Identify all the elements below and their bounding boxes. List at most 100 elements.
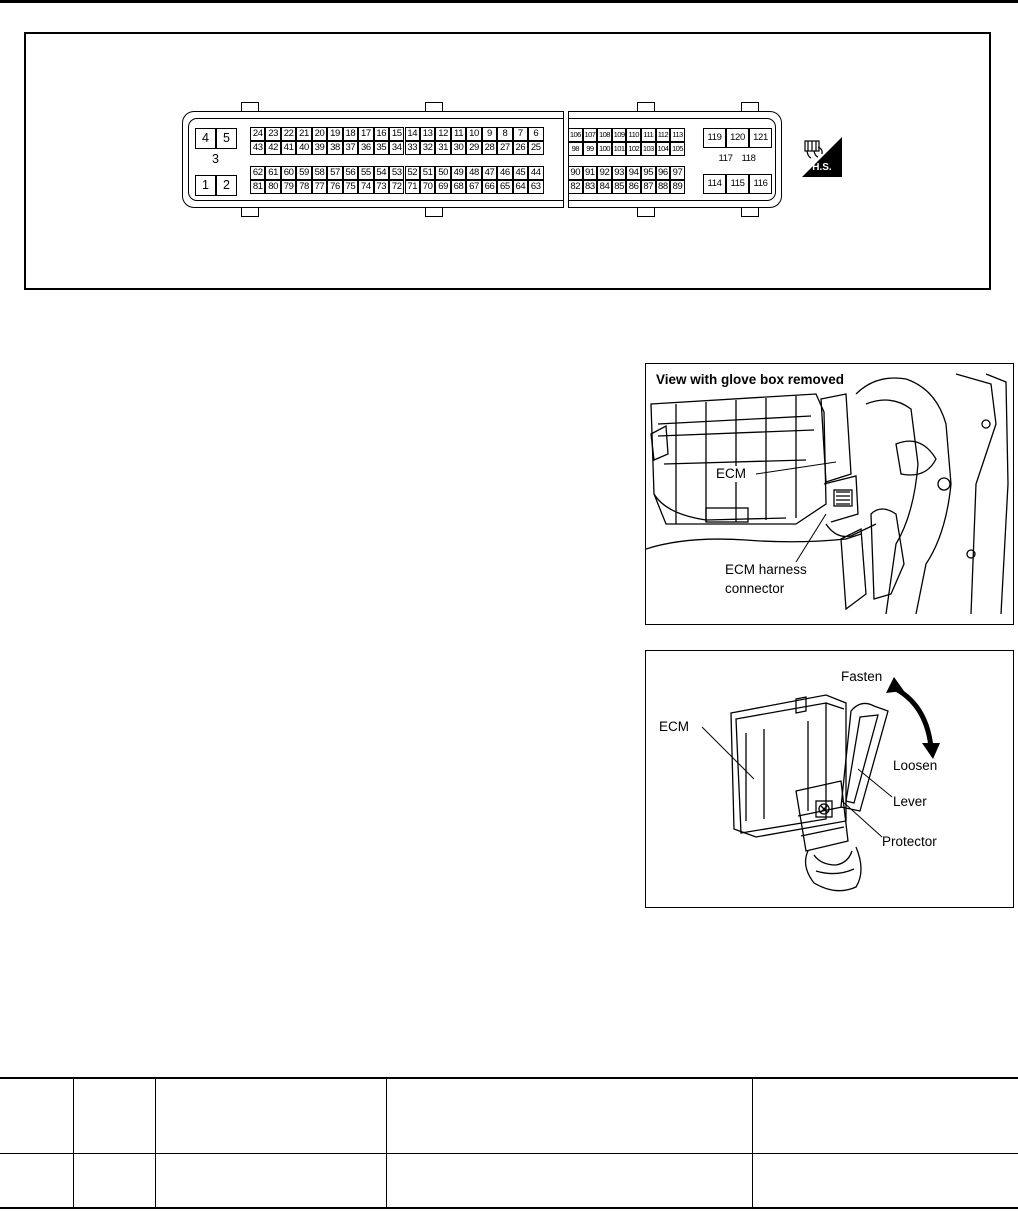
top-rule	[0, 0, 1018, 3]
connector-panel	[24, 32, 991, 290]
terminal-pin: 92	[597, 166, 612, 180]
terminal-pin: 56	[342, 166, 359, 180]
terminal-pin: 114	[703, 174, 726, 194]
terminal-pin: 36	[358, 141, 374, 155]
terminal-pin: 62	[250, 166, 266, 180]
terminal-pin: 59	[296, 166, 312, 180]
terminal-pin: 7	[512, 127, 529, 141]
terminal-pin: 14	[404, 127, 420, 141]
fasten-label: Fasten	[841, 669, 883, 684]
terminal-pin: 91	[582, 166, 598, 180]
terminal-pin: 82	[568, 180, 583, 194]
terminal-pin: 93	[611, 166, 627, 180]
terminal-pin: 65	[497, 180, 513, 194]
terminal-pin: 105	[670, 142, 685, 156]
terminal-pin: 48	[466, 166, 482, 180]
terminal-pin: 101	[611, 142, 627, 156]
terminal-pin: 66	[481, 180, 498, 194]
terminal-pin: 71	[404, 180, 420, 194]
terminal-pin: 35	[373, 141, 390, 155]
terminal-pin: 108	[597, 128, 612, 142]
terminal-pin: 99	[582, 142, 598, 156]
terminal-pin: 34	[389, 141, 405, 155]
terminal-pin: 86	[626, 180, 641, 194]
terminal-pin: 70	[419, 180, 436, 194]
terminal-pin: 61	[265, 166, 281, 180]
terminal-pin: 64	[512, 180, 529, 194]
terminal-pin: 73	[373, 180, 390, 194]
table-column-divider	[752, 1079, 753, 1207]
terminal-pin: 111	[641, 128, 656, 142]
terminal-pin: 38	[327, 141, 343, 155]
terminal-pin: 13	[419, 127, 436, 141]
terminal-pin: 94	[626, 166, 641, 180]
connector-inner-outline	[188, 118, 776, 201]
connector-latch	[425, 102, 443, 111]
harness-connector-label-1: ECM harness	[723, 562, 809, 578]
terminal-pin: 40	[296, 141, 312, 155]
terminal-pin: 29	[466, 141, 482, 155]
connector-latch	[637, 102, 655, 111]
terminal-pin: 87	[641, 180, 656, 194]
bottom-table	[0, 1077, 1018, 1209]
terminal-pin: 68	[450, 180, 467, 194]
terminal-pin: 72	[389, 180, 405, 194]
terminal-pin: 51	[419, 166, 436, 180]
terminal-pin: 21	[296, 127, 312, 141]
terminal-pin: 118	[741, 153, 756, 165]
harness-connector-label-2: connector	[723, 581, 787, 597]
terminal-pin: 10	[466, 127, 482, 141]
terminal-pin: 26	[512, 141, 529, 155]
terminal-pin: 89	[670, 180, 685, 194]
harness-side-icon	[802, 137, 842, 177]
connector-latch	[741, 102, 759, 111]
terminal-pin: 30	[450, 141, 467, 155]
terminal-pin: 57	[327, 166, 343, 180]
terminal-pin: 83	[582, 180, 598, 194]
terminal-pin: 120	[726, 128, 749, 148]
terminal-pin: 52	[404, 166, 420, 180]
terminal-pin: 33	[404, 141, 420, 155]
harness-side-label: H.S.	[812, 162, 832, 173]
terminal-pin: 119	[703, 128, 726, 148]
terminal-pin: 16	[373, 127, 390, 141]
ecm-label: ECM	[659, 719, 689, 734]
terminal-pin: 63	[528, 180, 544, 194]
terminal-pin: 27	[497, 141, 513, 155]
terminal-pin: 76	[327, 180, 343, 194]
terminal-pin: 74	[358, 180, 374, 194]
terminal-pin: 17	[358, 127, 374, 141]
terminal-pin: 80	[265, 180, 281, 194]
terminal-pin: 85	[611, 180, 627, 194]
terminal-pin: 58	[311, 166, 328, 180]
terminal-pin: 28	[481, 141, 498, 155]
loosen-label: Loosen	[893, 758, 938, 773]
terminal-pin: 88	[655, 180, 671, 194]
terminal-pin: 116	[749, 174, 772, 194]
terminal-pin: 8	[497, 127, 513, 141]
table-column-divider	[386, 1079, 387, 1207]
terminal-pin: 104	[655, 142, 671, 156]
terminal-pin: 69	[435, 180, 451, 194]
ecm-location-figure: View with glove box removed ECM ECM harn…	[645, 363, 1014, 625]
terminal-pin: 84	[597, 180, 612, 194]
terminal-pin: 18	[342, 127, 359, 141]
terminal-pin: 25	[528, 141, 544, 155]
terminal-pin: 9	[481, 127, 498, 141]
terminal-pin: 98	[568, 142, 583, 156]
terminal-pin: 15	[389, 127, 405, 141]
terminal-pin: 45	[512, 166, 529, 180]
terminal-pin: 2	[216, 175, 237, 196]
terminal-pin: 6	[528, 127, 544, 141]
terminal-pin: 60	[280, 166, 297, 180]
terminal-pin: 42	[265, 141, 281, 155]
terminal-pin: 20	[311, 127, 328, 141]
lever-label: Lever	[893, 794, 927, 809]
terminal-pin: 67	[466, 180, 482, 194]
terminal-pin: 97	[670, 166, 685, 180]
terminal-pin: 96	[655, 166, 671, 180]
table-column-divider	[73, 1079, 74, 1207]
connector-divider	[563, 111, 569, 208]
terminal-pin: 37	[342, 141, 359, 155]
connector-latch	[241, 208, 259, 217]
